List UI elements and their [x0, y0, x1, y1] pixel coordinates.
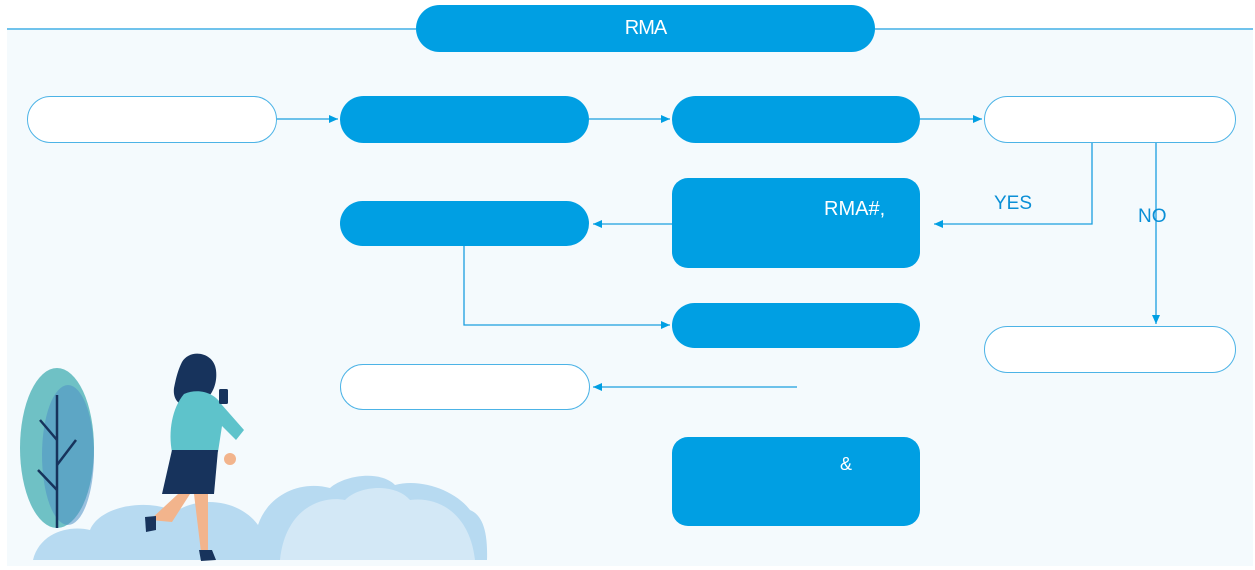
row1-box3	[672, 96, 920, 143]
arrow-yes-branch	[934, 143, 1093, 228]
bottom-box: &	[672, 437, 920, 526]
cloud-bush-highlight	[280, 487, 475, 560]
phone-icon	[219, 389, 228, 404]
no-label: NO	[1138, 206, 1167, 227]
woman-hand	[224, 453, 236, 465]
no-branch-box	[984, 326, 1236, 373]
row1-box1	[27, 96, 277, 143]
row2-left-box	[340, 201, 589, 246]
tree-branches	[37, 395, 77, 528]
woman-skirt	[162, 450, 218, 494]
row3-mid-box	[672, 303, 920, 348]
diagram-title: RMA	[416, 5, 875, 52]
row4-left-box	[340, 364, 590, 410]
woman-leg-front	[194, 494, 208, 552]
rma-number-box: RMA#,	[672, 178, 920, 268]
tree-canopy-shade	[42, 385, 94, 525]
woman-leg-back	[150, 494, 190, 522]
row1-box4	[984, 96, 1236, 143]
yes-label: YES	[994, 193, 1033, 214]
woman-shoe-back	[145, 516, 156, 532]
arrow-left-to-mid	[463, 246, 670, 329]
woman-jacket	[170, 391, 244, 452]
woman-shoe-front	[199, 550, 216, 561]
row1-box2	[340, 96, 589, 143]
